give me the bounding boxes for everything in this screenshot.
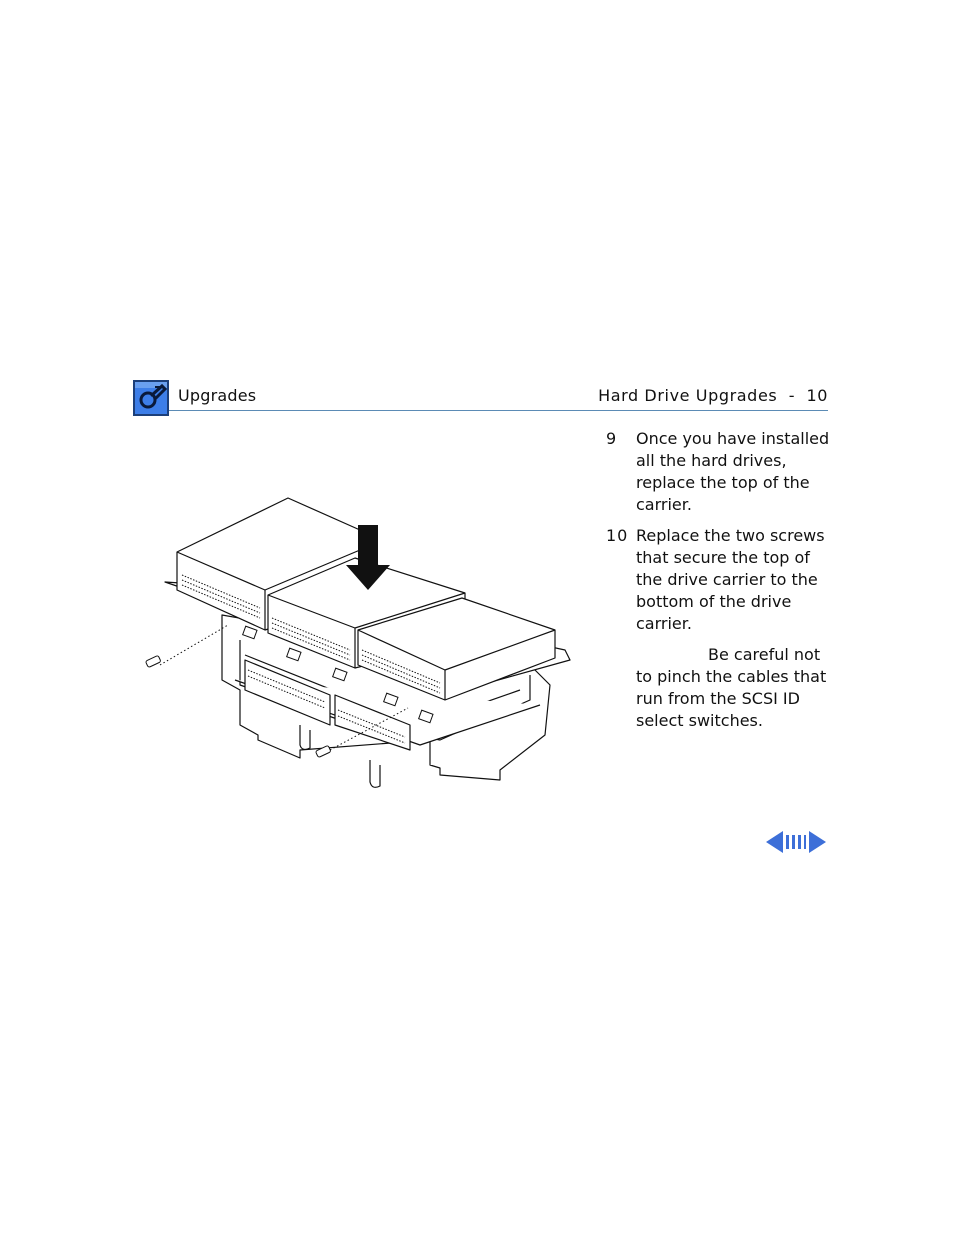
drive-carrier-illustration xyxy=(145,497,571,788)
step-number: 10 xyxy=(606,526,629,545)
section-title: Upgrades xyxy=(178,386,257,405)
step-text: Once you have installed all the hard dri… xyxy=(636,429,830,514)
down-arrow-icon xyxy=(346,525,390,590)
page-browse-icon[interactable] xyxy=(785,834,807,850)
header-divider xyxy=(169,410,828,411)
right-arrow-icon[interactable] xyxy=(807,830,827,854)
caution-note: Be careful not to pinch the cables that … xyxy=(606,644,831,732)
page-navigation xyxy=(765,830,827,854)
caution-text: Be careful not to pinch the cables that … xyxy=(636,645,827,730)
step-item: 9 Once you have installed all the hard d… xyxy=(606,428,831,516)
instruction-steps: 9 Once you have installed all the hard d… xyxy=(606,428,831,732)
page-header: Upgrades Hard Drive Upgrades - 10 xyxy=(133,378,828,416)
step-number: 9 xyxy=(606,429,618,448)
left-arrow-icon[interactable] xyxy=(765,830,785,854)
page-title: Hard Drive Upgrades - 10 xyxy=(598,386,828,405)
step-text: Replace the two screws that secure the t… xyxy=(636,526,825,633)
apple-service-wrench-icon xyxy=(133,380,169,416)
step-item: 10 Replace the two screws that secure th… xyxy=(606,525,831,635)
